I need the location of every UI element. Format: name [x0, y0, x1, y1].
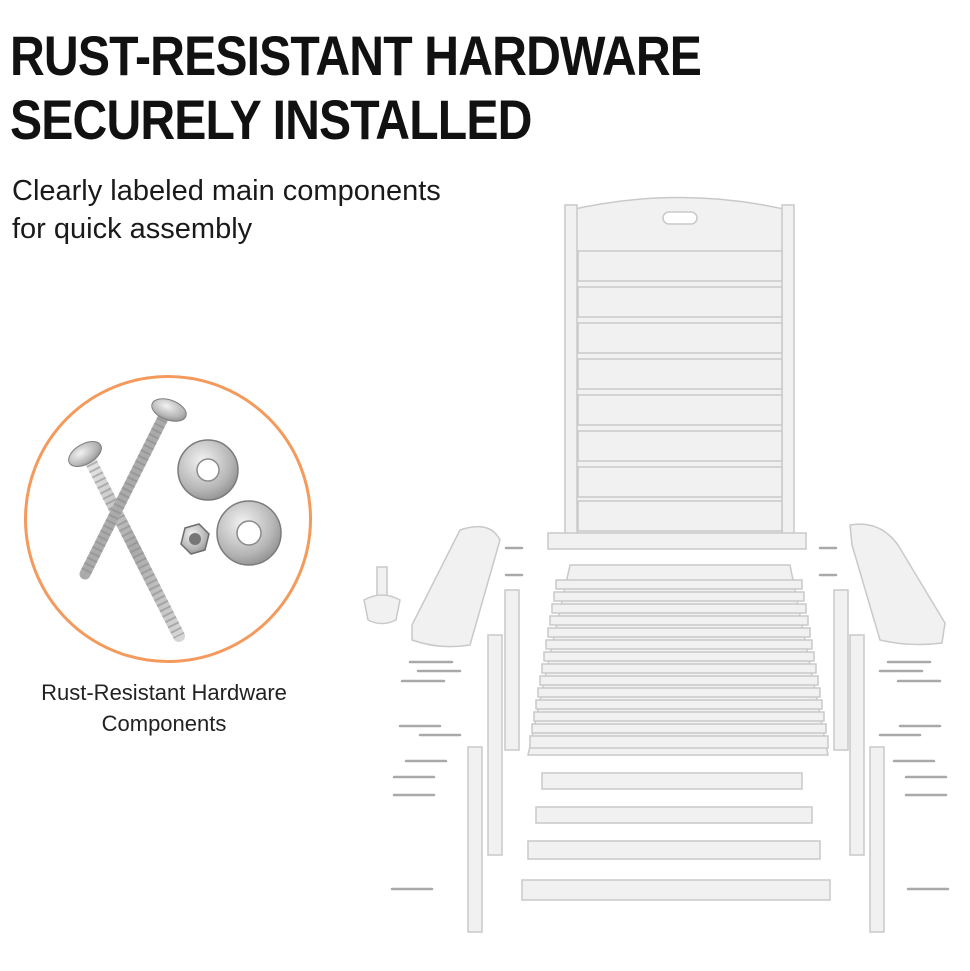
chair-seat	[527, 564, 829, 756]
left-rear-leg	[467, 746, 483, 933]
right-armrest	[849, 523, 946, 646]
right-side-frame	[849, 634, 865, 856]
chair-backrest	[547, 196, 807, 550]
loose-slat	[535, 806, 813, 824]
loose-slat	[521, 879, 831, 901]
subtitle-line-1: Clearly labeled main components	[12, 175, 441, 207]
loose-slat	[527, 840, 821, 860]
screw-set	[390, 546, 950, 891]
hardware-caption-line-1: Rust-Resistant Hardware	[41, 680, 287, 705]
subtitle: Clearly labeled main components for quic…	[12, 172, 532, 248]
cup-holder-part	[363, 566, 401, 625]
left-armrest	[411, 525, 501, 648]
exploded-chair-diagram	[350, 195, 960, 955]
hardware-caption: Rust-Resistant Hardware Components	[10, 677, 318, 739]
subtitle-line-2: for quick assembly	[12, 213, 253, 245]
hex-nut-icon	[180, 523, 210, 555]
hardware-illustration	[68, 398, 282, 642]
title-line-2: SECURELY INSTALLED	[10, 88, 532, 151]
carriage-bolt-icon	[68, 441, 185, 642]
wood-screw-icon	[79, 398, 187, 580]
right-front-leg	[833, 589, 849, 751]
left-front-leg	[504, 589, 520, 751]
washer-icon	[177, 439, 239, 501]
hardware-closeup	[24, 375, 312, 663]
left-side-frame	[487, 634, 503, 856]
right-rear-leg	[869, 746, 885, 933]
loose-slat	[541, 772, 803, 790]
hardware-caption-line-2: Components	[101, 711, 227, 736]
washer-icon	[216, 500, 282, 566]
title-line-1: RUST-RESISTANT HARDWARE	[10, 24, 702, 87]
page-title: RUST-RESISTANT HARDWARE SECURELY INSTALL…	[10, 24, 702, 152]
